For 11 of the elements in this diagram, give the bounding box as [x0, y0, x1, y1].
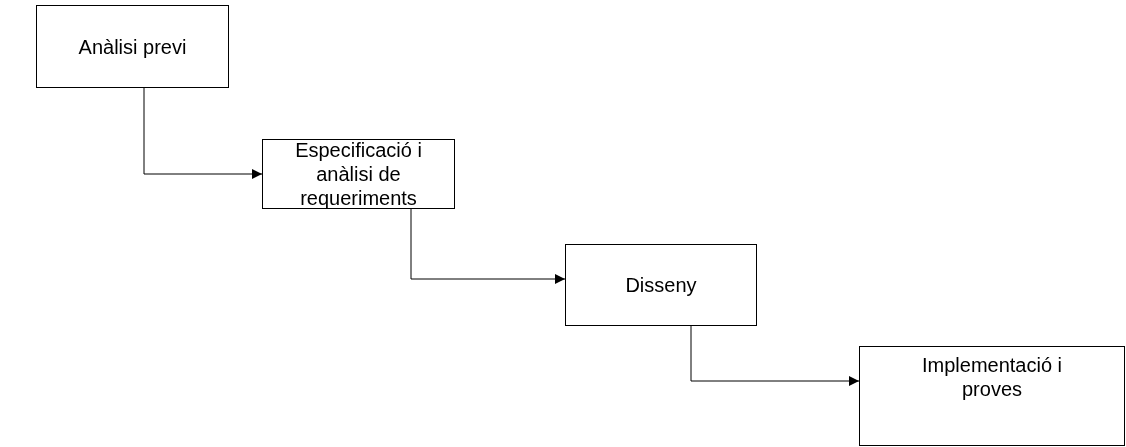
- arrow: [410, 208, 566, 284]
- box-label: Disseny: [625, 273, 697, 297]
- process-box: [565, 244, 757, 326]
- box-label: Especificació i anàlisi de requeriments: [294, 138, 423, 210]
- box-label: Implementació i proves: [920, 353, 1064, 401]
- process-box: [859, 346, 1125, 446]
- process-box: [36, 5, 229, 88]
- arrow: [690, 325, 860, 386]
- box-label: Anàlisi previ: [78, 34, 187, 59]
- process-box: [262, 139, 455, 209]
- arrow: [143, 87, 263, 179]
